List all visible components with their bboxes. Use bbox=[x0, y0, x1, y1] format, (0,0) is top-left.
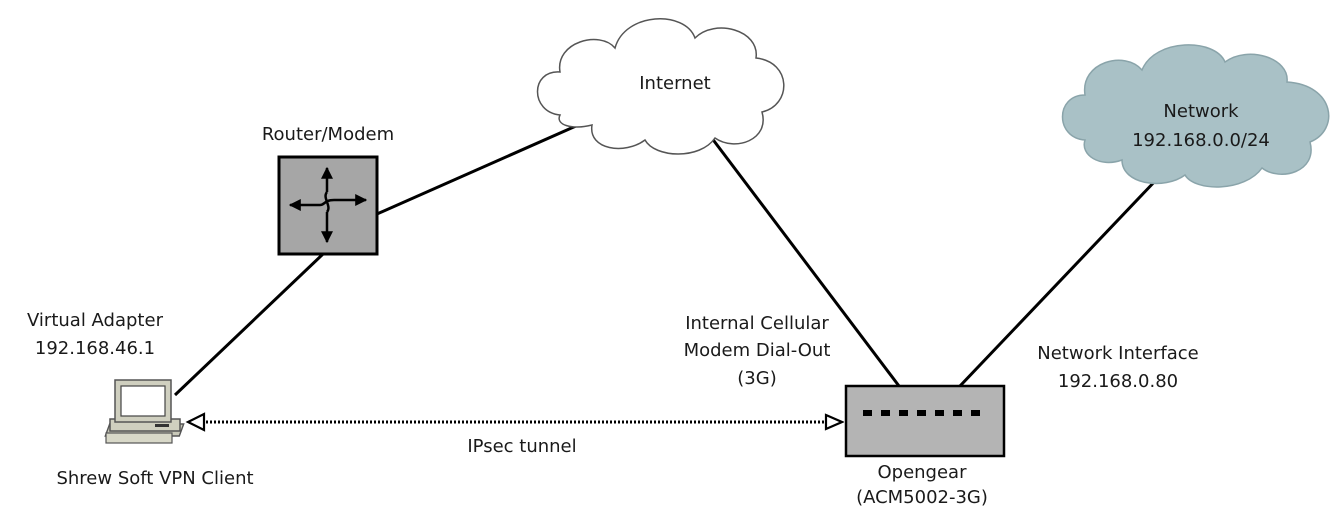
virtual-adapter-label-line2: 192.168.46.1 bbox=[35, 338, 155, 359]
network-interface-label-line2: 192.168.0.80 bbox=[1058, 371, 1178, 392]
ipsec-tunnel-left-arrowhead bbox=[185, 412, 206, 432]
router-label: Router/Modem bbox=[262, 124, 394, 145]
link-network-opengear bbox=[958, 176, 1160, 388]
port-leds bbox=[863, 410, 980, 416]
client-label: Shrew Soft VPN Client bbox=[56, 468, 253, 489]
virtual-adapter-label-line1: Virtual Adapter bbox=[27, 310, 164, 331]
network-label-line2: 192.168.0.0/24 bbox=[1132, 130, 1270, 151]
cellular-label-line1: Internal Cellular bbox=[685, 313, 829, 334]
opengear-label-line1: Opengear bbox=[877, 462, 967, 483]
internet-cloud: Internet bbox=[536, 18, 785, 155]
router-crossing-arrows-icon bbox=[288, 166, 368, 244]
network-label-line1: Network bbox=[1163, 101, 1239, 122]
link-router-client bbox=[173, 252, 325, 397]
router-modem: Router/Modem bbox=[262, 124, 394, 256]
internet-label: Internet bbox=[639, 73, 710, 94]
link-router-internet bbox=[376, 120, 586, 216]
cellular-label-line3: (3G) bbox=[737, 368, 776, 389]
desktop-computer-icon bbox=[104, 379, 185, 444]
tunnel-label: IPsec tunnel bbox=[467, 436, 576, 457]
opengear-device: Opengear (ACM5002-3G) bbox=[844, 384, 1006, 508]
cellular-label-line2: Modem Dial-Out bbox=[684, 340, 831, 361]
network-cloud: Network 192.168.0.0/24 bbox=[1061, 44, 1330, 188]
opengear-label-line2: (ACM5002-3G) bbox=[856, 487, 988, 508]
link-internet-opengear bbox=[706, 132, 901, 387]
network-interface-label-line1: Network Interface bbox=[1037, 343, 1198, 364]
